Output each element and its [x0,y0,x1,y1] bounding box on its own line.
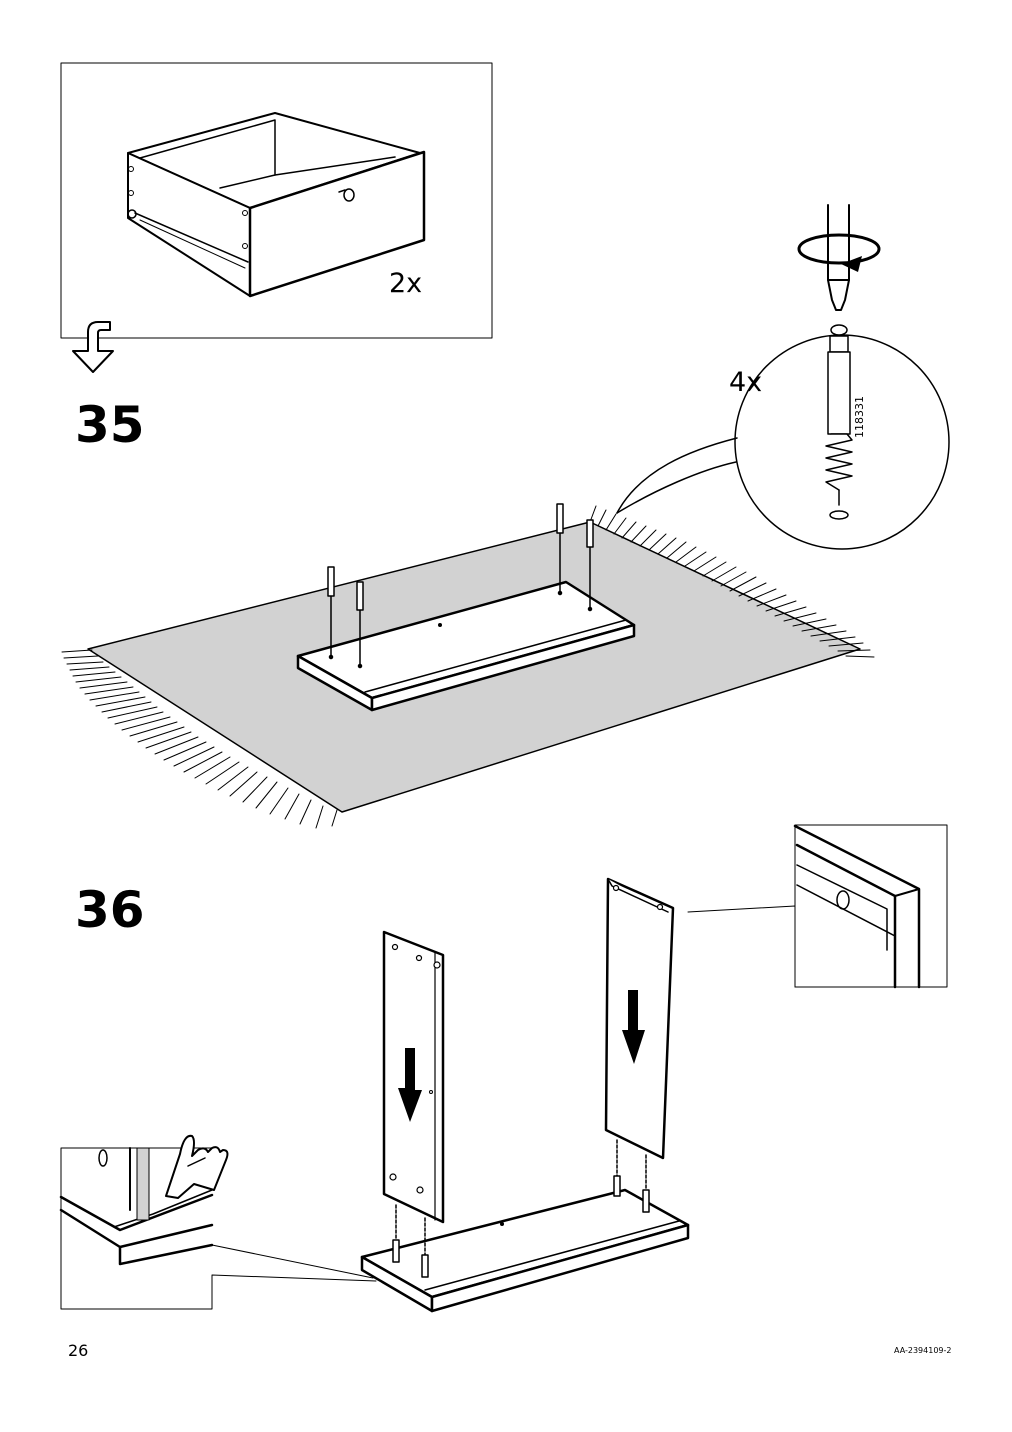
base-board-36 [360,1188,690,1313]
screw-quantity-label: 4x [729,367,763,398]
base-board-35 [296,580,636,712]
cam-screw-icon [825,324,853,520]
screwdriver-icon [797,204,881,311]
page-number: 26 [68,1341,89,1360]
zoom-box-groove [687,824,948,989]
screws-36 [392,1139,650,1278]
part-number-label: 118331 [853,396,866,438]
rug-fringe-left [61,649,338,829]
step-36-number: 36 [75,881,145,939]
arrow-down-icon [72,321,114,373]
side-panel-right [604,877,675,1160]
drawer-illustration [127,112,426,298]
step-35-number: 35 [75,396,145,454]
drawer-quantity-label: 2x [389,268,423,299]
rug-fringe-right [589,505,875,658]
drawer-callout-box [60,62,493,339]
screws-35 [327,503,594,669]
hand-pointing-icon [165,1134,229,1199]
screw-callout [616,334,950,550]
document-code: AA-2394109-2 [894,1346,952,1355]
side-panel-left [382,930,445,1224]
